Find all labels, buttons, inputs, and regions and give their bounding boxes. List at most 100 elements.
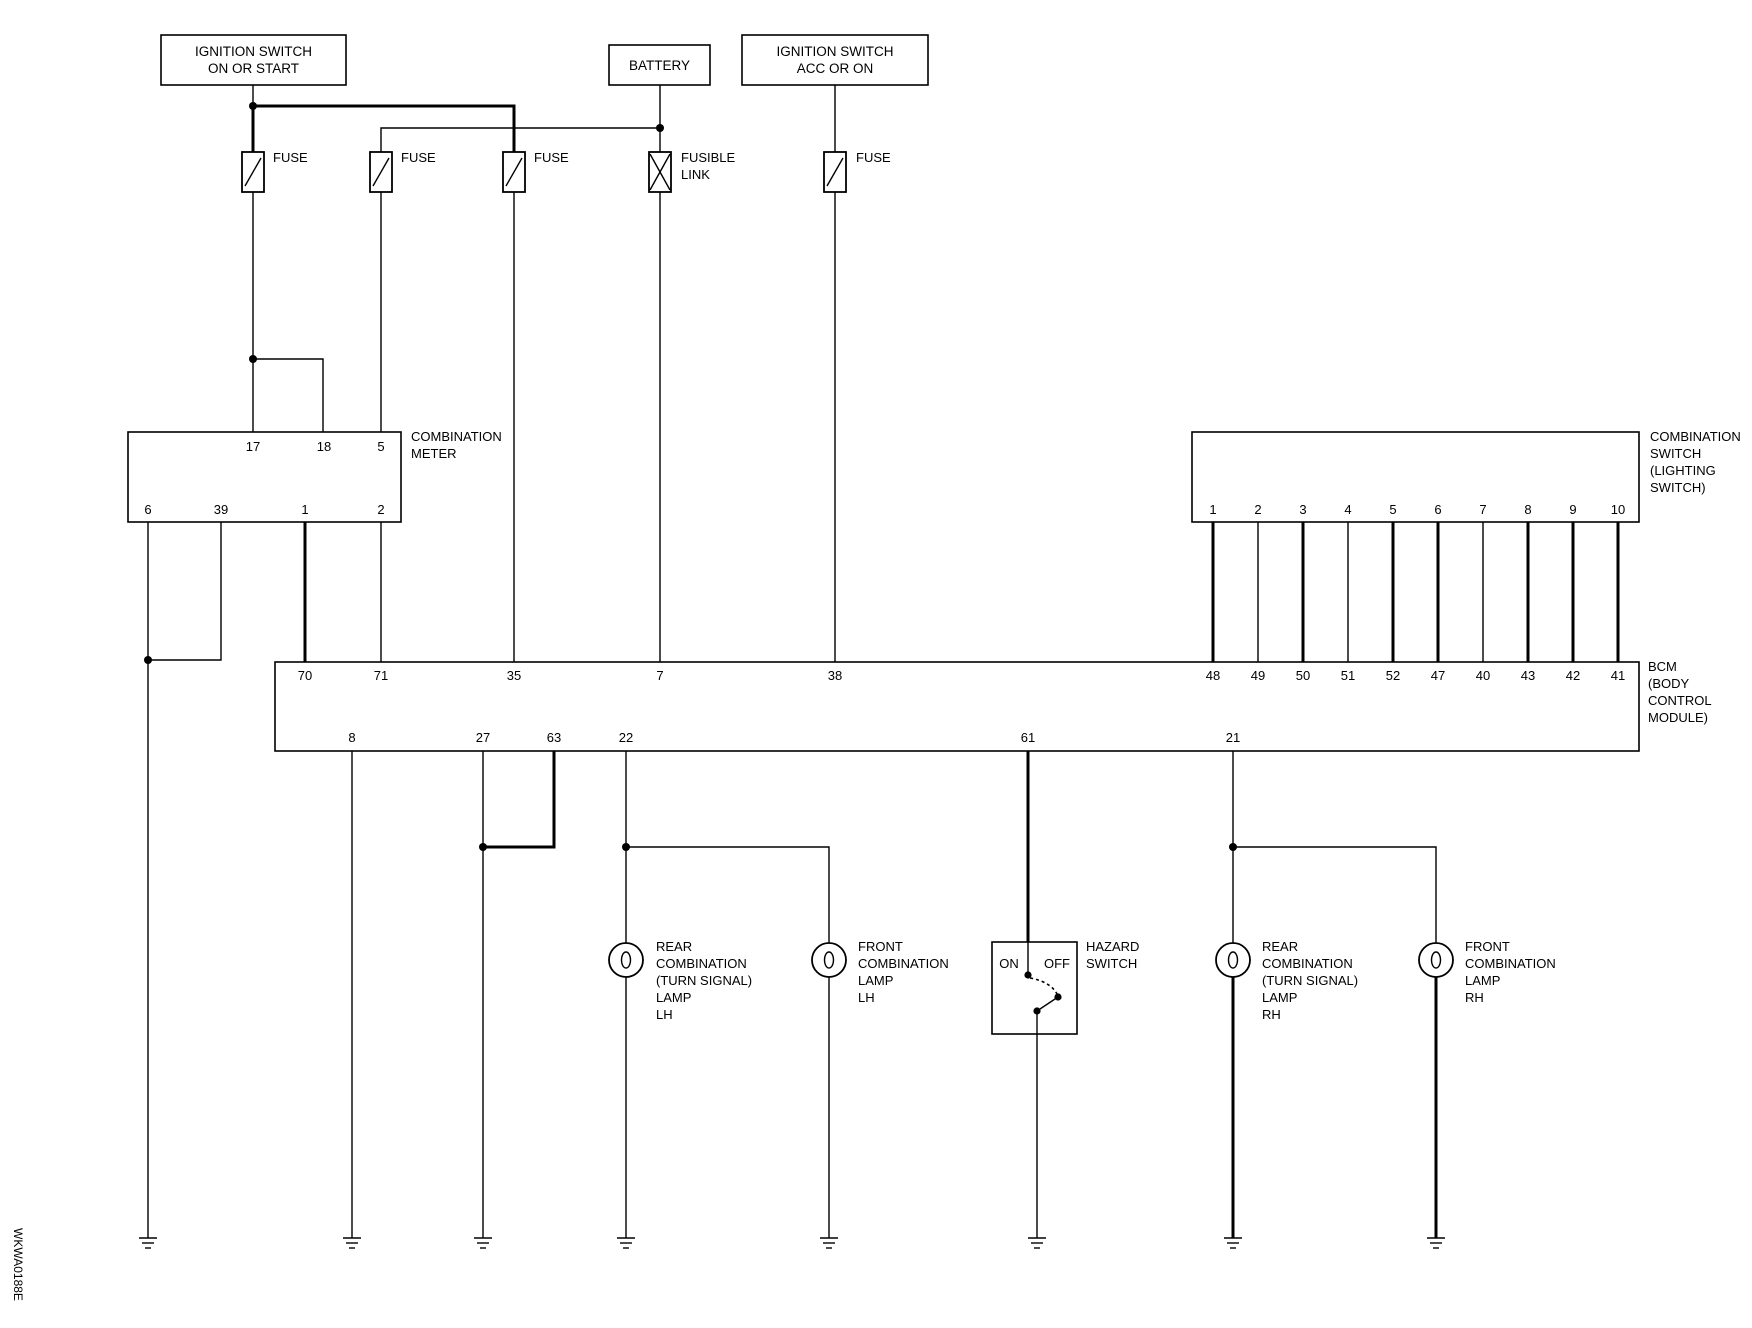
combination-meter-label-2: METER <box>411 446 457 461</box>
combination-switch-label-4: SWITCH) <box>1650 480 1706 495</box>
rear-lamp-rh-label-4: LAMP <box>1262 990 1297 1005</box>
bcm-pin-22: 22 <box>619 730 633 745</box>
fusible-link: FUSIBLE LINK <box>648 150 736 193</box>
bcm-pin-21: 21 <box>1226 730 1240 745</box>
combination-switch-label-1: COMBINATION <box>1650 429 1741 444</box>
cs-pin-8: 8 <box>1524 502 1531 517</box>
front-lamp-rh-label-3: LAMP <box>1465 973 1500 988</box>
front-combination-lamp-lh: FRONT COMBINATION LAMP LH <box>811 939 949 1005</box>
combination-switch-label-3: (LIGHTING <box>1650 463 1716 478</box>
ground-5 <box>820 1237 838 1249</box>
fuse-1: FUSE <box>241 150 308 193</box>
combination-switch-label-2: SWITCH <box>1650 446 1701 461</box>
ground-1 <box>139 1237 157 1249</box>
fuse-output-wires <box>249 192 836 662</box>
bcm-pin-8: 8 <box>348 730 355 745</box>
ground-2 <box>343 1237 361 1249</box>
hazard-switch-label-1: HAZARD <box>1086 939 1139 954</box>
figure-code: WKWA0188E <box>11 1228 25 1301</box>
bcm-pin-50: 50 <box>1296 668 1310 683</box>
ignition-switch-acc-on-box: IGNITION SWITCH ACC OR ON <box>741 34 929 86</box>
battery-box: BATTERY <box>608 44 711 86</box>
fuse-4-label: FUSE <box>856 150 891 165</box>
bcm-label-1: BCM <box>1648 659 1677 674</box>
meter-pin-2: 2 <box>377 502 384 517</box>
fusible-link-label-1: FUSIBLE <box>681 150 736 165</box>
bcm-pin-35: 35 <box>507 668 521 683</box>
meter-pin-5: 5 <box>377 439 384 454</box>
bcm-pin-51: 51 <box>1341 668 1355 683</box>
rear-lamp-rh-label-2: COMBINATION <box>1262 956 1353 971</box>
fuse-3-label: FUSE <box>534 150 569 165</box>
rear-lamp-lh-label-1: REAR <box>656 939 692 954</box>
ignition-switch-on-start-label-1: IGNITION SWITCH <box>195 44 312 59</box>
cs-pin-1: 1 <box>1209 502 1216 517</box>
front-lamp-lh-label-1: FRONT <box>858 939 903 954</box>
fuse-3: FUSE <box>502 150 569 193</box>
cs-pin-2: 2 <box>1254 502 1261 517</box>
rear-lamp-rh-label-5: RH <box>1262 1007 1281 1022</box>
top-wires <box>249 85 836 152</box>
hazard-switch-label-2: SWITCH <box>1086 956 1137 971</box>
hazard-on-label: ON <box>999 956 1019 971</box>
fusible-link-label-2: LINK <box>681 167 710 182</box>
hazard-off-label: OFF <box>1044 956 1070 971</box>
bcm-pin-47: 47 <box>1431 668 1445 683</box>
bcm-pin-71: 71 <box>374 668 388 683</box>
bcm-pin-52: 52 <box>1386 668 1400 683</box>
rear-lamp-lh-label-3: (TURN SIGNAL) <box>656 973 752 988</box>
front-lamp-lh-label-4: LH <box>858 990 875 1005</box>
cs-pin-10: 10 <box>1611 502 1625 517</box>
front-combination-lamp-rh: FRONT COMBINATION LAMP RH <box>1418 939 1556 1005</box>
bcm-pin-40: 40 <box>1476 668 1490 683</box>
hazard-switch: ON OFF HAZARD SWITCH <box>991 939 1139 1035</box>
meter-pin-39: 39 <box>214 502 228 517</box>
rear-combination-lamp-rh: REAR COMBINATION (TURN SIGNAL) LAMP RH <box>1215 939 1358 1022</box>
fuse-1-label: FUSE <box>273 150 308 165</box>
bcm-pin-42: 42 <box>1566 668 1580 683</box>
ignition-switch-acc-on-label-1: IGNITION SWITCH <box>777 44 894 59</box>
ground-7 <box>1224 1237 1242 1249</box>
bcm-pin-61: 61 <box>1021 730 1035 745</box>
front-lamp-rh-label-1: FRONT <box>1465 939 1510 954</box>
ground-4 <box>617 1237 635 1249</box>
cs-pin-3: 3 <box>1299 502 1306 517</box>
fuse-4: FUSE <box>823 150 891 193</box>
meter-pin-6: 6 <box>144 502 151 517</box>
bcm-pin-7: 7 <box>656 668 663 683</box>
bcm-pin-38: 38 <box>828 668 842 683</box>
rear-lamp-lh-label-2: COMBINATION <box>656 956 747 971</box>
switch-bcm-wires <box>1211 522 1620 662</box>
meter-bcm-wires <box>144 522 382 1238</box>
cs-pin-7: 7 <box>1479 502 1486 517</box>
ground-8 <box>1427 1237 1445 1249</box>
ground-3 <box>474 1237 492 1249</box>
ground-6 <box>1028 1237 1046 1249</box>
rear-combination-lamp-lh: REAR COMBINATION (TURN SIGNAL) LAMP LH <box>608 939 752 1022</box>
bcm-label-2: (BODY <box>1648 676 1690 691</box>
ground-symbols <box>139 1237 1445 1249</box>
bcm-pin-43: 43 <box>1521 668 1535 683</box>
front-lamp-lh-label-2: COMBINATION <box>858 956 949 971</box>
bcm-label-4: MODULE) <box>1648 710 1708 725</box>
battery-label: BATTERY <box>629 58 690 73</box>
combination-meter-label-1: COMBINATION <box>411 429 502 444</box>
cs-pin-4: 4 <box>1344 502 1351 517</box>
ignition-switch-acc-on-label-2: ACC OR ON <box>797 61 874 76</box>
fuse-2: FUSE <box>369 150 436 193</box>
front-lamp-rh-label-4: RH <box>1465 990 1484 1005</box>
rear-lamp-lh-label-5: LH <box>656 1007 673 1022</box>
ignition-switch-on-start-box: IGNITION SWITCH ON OR START <box>160 34 347 86</box>
bcm-pin-49: 49 <box>1251 668 1265 683</box>
fuse-2-label: FUSE <box>401 150 436 165</box>
combination-switch: COMBINATION SWITCH (LIGHTING SWITCH) 1 2… <box>1191 429 1741 523</box>
bcm-pin-41: 41 <box>1611 668 1625 683</box>
bcm-label-3: CONTROL <box>1648 693 1712 708</box>
bcm-pin-48: 48 <box>1206 668 1220 683</box>
front-lamp-rh-label-2: COMBINATION <box>1465 956 1556 971</box>
rear-lamp-lh-label-4: LAMP <box>656 990 691 1005</box>
cs-pin-9: 9 <box>1569 502 1576 517</box>
front-lamp-lh-label-3: LAMP <box>858 973 893 988</box>
combination-meter: 17 18 5 6 39 1 2 COMBINATION METER <box>127 429 502 523</box>
